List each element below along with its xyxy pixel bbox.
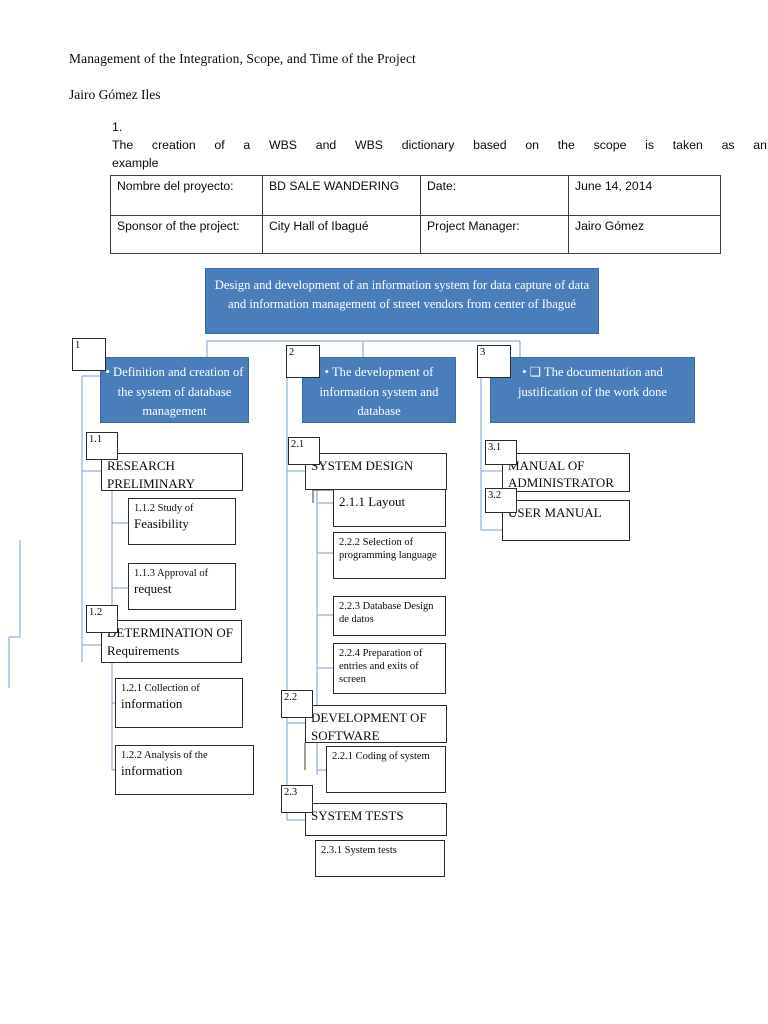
wbs-tag-3: 3 bbox=[477, 345, 511, 378]
wbs-box-coding-system: 2.2.1 Coding of system bbox=[326, 746, 446, 793]
wbs-box-system-tests: SYSTEM TESTS bbox=[305, 803, 447, 836]
wbs-box-preparation-entries-exits: 2.2.4 Preparation of entries and exits o… bbox=[333, 643, 446, 694]
wbs-box-manual-administrator: MANUAL OF ADMINISTRATOR bbox=[502, 453, 630, 492]
wbs-box-collection-information: 1.2.1 Collection of information bbox=[115, 678, 243, 728]
project-info-table: Nombre del proyecto: BD SALE WANDERING D… bbox=[110, 175, 721, 254]
cell-sponsor-label: Sponsor of the project: bbox=[110, 215, 263, 254]
wbs-tag-1-1: 1.1 bbox=[86, 432, 118, 460]
wbs-box-title: Feasibility bbox=[134, 516, 189, 531]
wbs-box-title: information bbox=[121, 763, 183, 778]
wbs-box-title: information bbox=[121, 696, 183, 711]
cell-sponsor-value: City Hall of Ibagué bbox=[262, 215, 421, 254]
cell-date-value: June 14, 2014 bbox=[568, 175, 721, 216]
wbs-box-code: 2.2.4 Preparation of entries and exits o… bbox=[339, 648, 423, 685]
wbs-box-approval-request: 1.1.3 Approval of request bbox=[128, 563, 236, 610]
wbs-tag-2-1: 2.1 bbox=[288, 437, 320, 465]
document-title: Management of the Integration, Scope, an… bbox=[69, 51, 416, 66]
wbs-box-title: SYSTEM DESIGN bbox=[311, 458, 414, 473]
list-item-line-1: The creation of a WBS and WBS dictionary… bbox=[112, 138, 767, 152]
document-author: Jairo Gómez Iles bbox=[69, 87, 161, 102]
wbs-level2-box-1: • Definition and creation of the system … bbox=[100, 357, 249, 423]
wbs-box-code: 2.3.1 System tests bbox=[321, 845, 397, 856]
wbs-box-title: request bbox=[134, 581, 172, 596]
wbs-box-user-manual: USER MANUAL bbox=[502, 500, 630, 541]
cell-project-name-label: Nombre del proyecto: bbox=[110, 175, 263, 216]
wbs-level2-box-3: • ❑ The documentation and justification … bbox=[490, 357, 695, 423]
cell-manager-value: Jairo Gómez bbox=[568, 215, 721, 254]
wbs-tag-3-1: 3.1 bbox=[485, 440, 517, 465]
wbs-box-determination-requirements: DETERMINATION OF Requirements bbox=[101, 620, 242, 663]
wbs-tag-2-2: 2.2 bbox=[281, 690, 313, 718]
wbs-box-layout: 2.1.1 Layout bbox=[333, 489, 446, 527]
numbered-list-item: 1. The creation of a WBS and WBS diction… bbox=[112, 118, 767, 172]
wbs-box-development-software: DEVELOPMENT OF SOFTWARE bbox=[305, 705, 447, 743]
wbs-box-code: 1.1.3 Approval of bbox=[134, 568, 209, 579]
cell-date-label: Date: bbox=[420, 175, 569, 216]
wbs-box-code: 1.2.2 Analysis of the bbox=[121, 750, 208, 761]
wbs-box-code: 2.2.1 Coding of system bbox=[332, 751, 430, 762]
wbs-box-title: 2.1.1 Layout bbox=[339, 494, 406, 509]
wbs-box-title: MANUAL OF ADMINISTRATOR bbox=[508, 458, 614, 490]
list-item-line-2: example bbox=[112, 156, 159, 170]
wbs-box-analysis-information: 1.2.2 Analysis of the information bbox=[115, 745, 254, 795]
wbs-tag-3-2: 3.2 bbox=[485, 488, 517, 513]
wbs-box-selection-programming-language: 2.2.2 Selection of programming language bbox=[333, 532, 446, 579]
wbs-tag-2-3: 2.3 bbox=[281, 785, 313, 813]
wbs-box-title: SYSTEM TESTS bbox=[311, 808, 404, 823]
wbs-box-database-design: 2.2.3 Database Design de datos bbox=[333, 596, 446, 636]
list-item-body: The creation of a WBS and WBS dictionary… bbox=[112, 136, 767, 172]
wbs-box-title: RESEARCH PRELIMINARY bbox=[107, 458, 196, 491]
wbs-box-system-design: SYSTEM DESIGN bbox=[305, 453, 447, 490]
wbs-level2-box-2: • The development of information system … bbox=[302, 357, 456, 423]
wbs-box-code: 2.2.3 Database Design de datos bbox=[339, 601, 434, 625]
wbs-box-title: USER MANUAL bbox=[508, 505, 602, 520]
wbs-root-box: Design and development of an information… bbox=[205, 268, 599, 334]
wbs-box-system-tests-detail: 2.3.1 System tests bbox=[315, 840, 445, 877]
wbs-box-research-preliminary: RESEARCH PRELIMINARY bbox=[101, 453, 243, 491]
table-row: Sponsor of the project: City Hall of Iba… bbox=[110, 215, 721, 254]
wbs-box-title: DEVELOPMENT OF SOFTWARE bbox=[311, 710, 427, 743]
wbs-tag-2: 2 bbox=[286, 345, 320, 378]
cell-manager-label: Project Manager: bbox=[420, 215, 569, 254]
list-item-number: 1. bbox=[112, 120, 123, 134]
wbs-box-code: 2.2.2 Selection of programming language bbox=[339, 537, 437, 561]
wbs-tag-1-2: 1.2 bbox=[86, 605, 118, 633]
wbs-tag-1: 1 bbox=[72, 338, 106, 371]
wbs-box-code: 1.2.1 Collection of bbox=[121, 683, 200, 694]
wbs-box-code: 1.1.2 Study of bbox=[134, 503, 194, 514]
wbs-box-feasibility: 1.1.2 Study of Feasibility bbox=[128, 498, 236, 545]
wbs-box-title: DETERMINATION OF Requirements bbox=[107, 625, 234, 658]
